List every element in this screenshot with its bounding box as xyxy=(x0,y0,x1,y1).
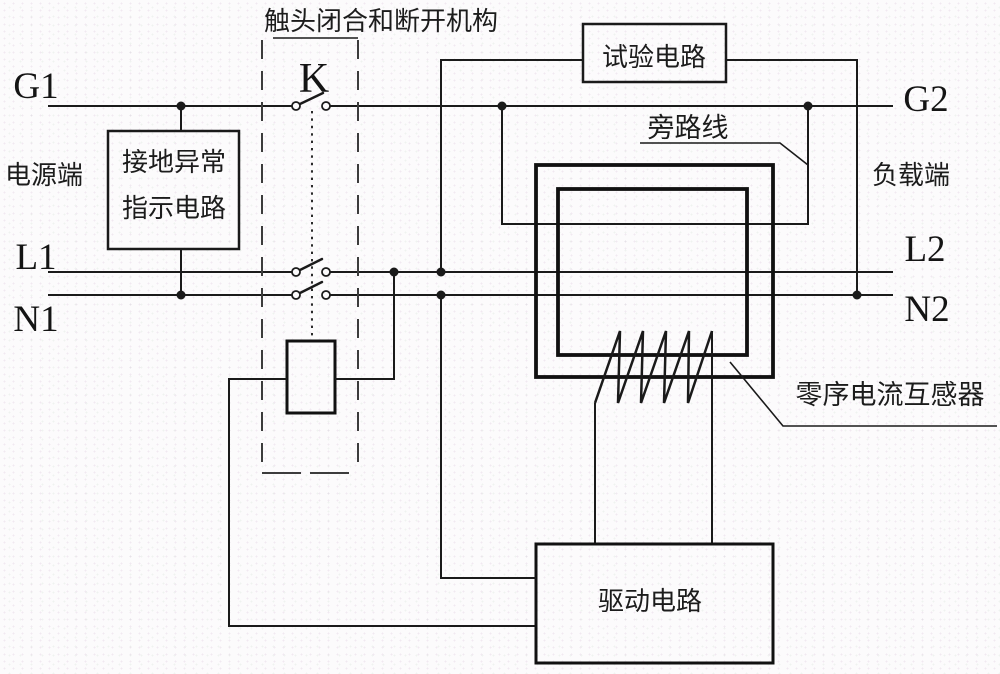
terminal-n1: N1 xyxy=(13,299,58,340)
drive-circuit-box xyxy=(534,542,775,665)
test-left-wire xyxy=(440,59,583,272)
switch-blade-l xyxy=(298,257,324,272)
junction-dot xyxy=(436,267,446,277)
test-circuit-label: 试验电路 xyxy=(602,43,706,73)
load-side-label: 负载端 xyxy=(872,161,950,191)
contact-l-left xyxy=(291,267,301,277)
drive-n-wire xyxy=(440,295,536,579)
contact-n-left xyxy=(291,290,301,300)
test-circuit-box xyxy=(581,22,728,84)
mechanism-title: 触头闭合和断开机构 xyxy=(264,7,498,37)
junction-dot xyxy=(176,101,186,111)
terminal-n2: N2 xyxy=(904,289,949,330)
ct-outer-ring xyxy=(534,163,775,379)
contact-mechanism: K xyxy=(261,37,359,474)
contact-l-right xyxy=(321,267,331,277)
bypass-branch: 旁路线 xyxy=(501,106,809,225)
source-side-label: 电源端 xyxy=(5,161,83,191)
contact-g-left xyxy=(291,101,301,111)
junction-dot xyxy=(803,101,813,111)
terminal-l1: L1 xyxy=(15,237,56,278)
drive-circuit-label: 驱动电路 xyxy=(598,587,702,617)
test-circuit-branch: 试验电路 xyxy=(440,22,858,295)
switch-blade-n xyxy=(298,280,324,295)
bypass-leader xyxy=(640,142,809,166)
contact-g-right xyxy=(321,101,331,111)
coil-right-wire xyxy=(335,272,395,380)
terminal-g1: G1 xyxy=(13,66,58,107)
junction-dot xyxy=(436,290,446,300)
labels: 触头闭合和断开机构 G1 L1 N1 G2 L2 N2 电源端 负载端 xyxy=(5,7,950,340)
switch-blade-g xyxy=(298,91,325,106)
ct-inner-ring xyxy=(556,187,749,357)
drive-circuit-branch: 驱动电路 xyxy=(440,295,775,665)
ct-secondary-winding xyxy=(593,330,714,404)
junction-dots xyxy=(176,101,862,300)
coil-left-wire xyxy=(228,378,536,627)
terminal-l2: L2 xyxy=(904,229,945,270)
junction-dot xyxy=(389,267,399,277)
ct-label: 零序电流互感器 xyxy=(796,380,985,411)
ground-indicator-branch: 接地异常 指示电路 xyxy=(106,106,241,295)
ct-leader xyxy=(729,361,997,427)
trip-coil-branch xyxy=(228,272,536,627)
junction-dot xyxy=(176,290,186,300)
ground-indicator-label-line1: 接地异常 xyxy=(122,148,226,178)
junction-dot xyxy=(497,101,507,111)
switch-k-label: K xyxy=(299,56,329,102)
trip-coil-box xyxy=(285,339,337,415)
test-right-wire xyxy=(726,59,858,295)
terminal-g2: G2 xyxy=(903,79,948,120)
junction-dot xyxy=(852,290,862,300)
ground-indicator-box xyxy=(106,129,241,251)
bypass-label: 旁路线 xyxy=(648,113,729,144)
ground-indicator-label-line2: 指示电路 xyxy=(122,194,226,224)
contact-n-right xyxy=(321,290,331,300)
zero-sequence-ct: 零序电流互感器 xyxy=(534,163,997,544)
